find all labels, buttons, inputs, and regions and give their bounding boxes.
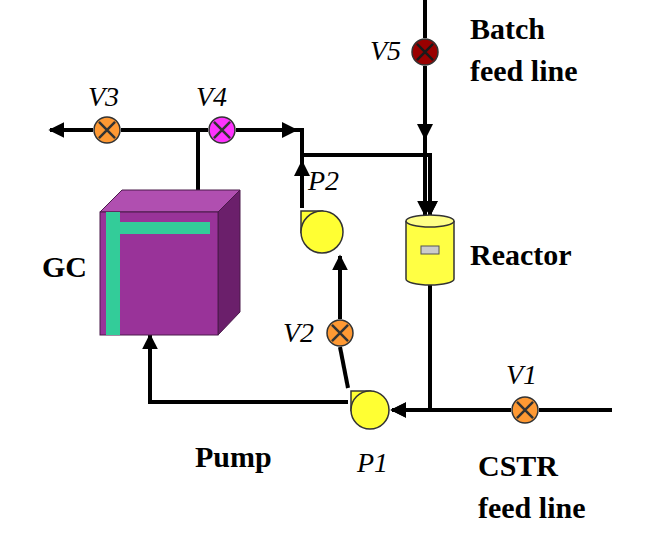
pump-symbol: P2	[296, 208, 348, 256]
valve-symbol-outline	[326, 319, 354, 347]
valve-symbol: V3	[93, 116, 121, 144]
valve-symbol-outline	[93, 116, 121, 144]
vent-pipe	[50, 128, 93, 132]
node-label: V4	[196, 82, 227, 113]
gc-instrument-outline	[100, 190, 240, 335]
reactor-vessel: Reactor	[405, 215, 455, 285]
valve-symbol-outline	[411, 38, 439, 66]
line-label: Batch feed line	[470, 8, 605, 92]
node-label: P2	[308, 166, 339, 197]
line-label: CSTR feed line	[478, 445, 613, 529]
node-label: V5	[370, 36, 401, 67]
reactor-vessel-outline	[405, 215, 455, 285]
pipe-connector	[340, 347, 348, 388]
gc-instrument: GC	[100, 190, 240, 335]
valve-symbol: V4	[208, 116, 236, 144]
node-label: P1	[357, 448, 388, 479]
node-label: V1	[506, 360, 537, 391]
pipe-connector	[423, 66, 427, 215]
pipe-connector	[198, 130, 208, 190]
pump-symbol: PumpP1	[348, 388, 392, 432]
valve-symbol-outline	[208, 116, 236, 144]
node-label: V3	[88, 82, 119, 113]
valve-symbol: V2	[326, 319, 354, 347]
node-label: Reactor	[470, 238, 572, 271]
pipe-connector	[392, 285, 430, 410]
pipe-connector	[121, 130, 198, 190]
cstr-feed-pipe	[539, 408, 612, 412]
valve-symbol: V1	[511, 396, 539, 424]
node-label: Pump	[195, 440, 272, 473]
pump-symbol-outline	[296, 208, 348, 256]
valve-symbol-outline	[511, 396, 539, 424]
pump-symbol-outline	[348, 388, 392, 432]
pipe-connector	[302, 155, 430, 215]
pipe-connector	[392, 408, 511, 412]
node-label: V2	[283, 318, 314, 349]
pipe-connector	[338, 256, 342, 319]
node-label: GC	[42, 250, 87, 283]
valve-symbol: V5	[411, 38, 439, 66]
pipe-connector	[236, 130, 430, 215]
batch-feed-pipe	[423, 0, 427, 38]
pipe-connector	[150, 335, 348, 402]
